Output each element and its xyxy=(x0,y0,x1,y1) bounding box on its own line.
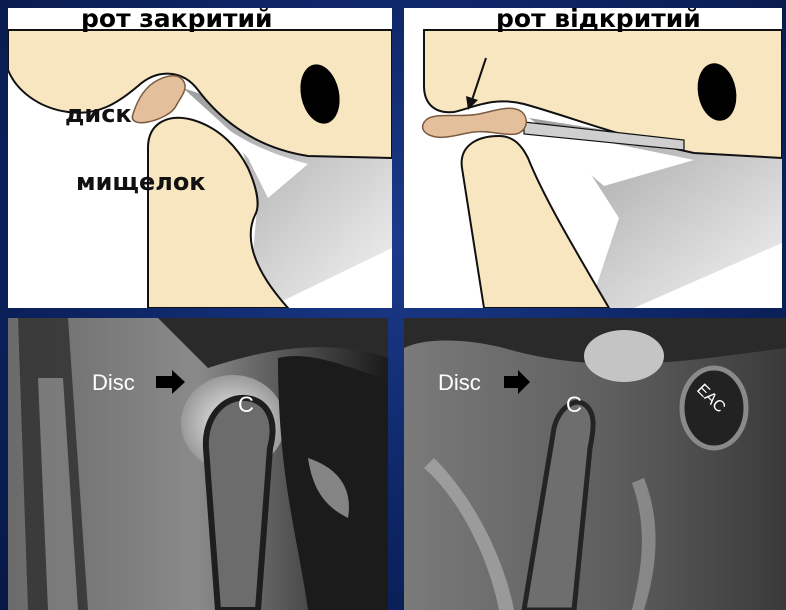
mri-open-image xyxy=(404,318,786,610)
condyle-label: мищелок xyxy=(76,168,206,196)
closed-mouth-illustration xyxy=(8,8,392,308)
disc-label: диск xyxy=(65,100,132,128)
mri-closed-mouth: Disc C xyxy=(8,318,388,610)
disc xyxy=(423,108,527,137)
open-mouth-title: рот відкритий xyxy=(496,8,701,33)
open-mouth-illustration xyxy=(404,8,782,308)
mri-closed-image xyxy=(8,318,388,610)
mri-disc-label: Disc xyxy=(92,370,135,396)
open-mouth-diagram: рот відкритий xyxy=(404,8,782,308)
mri-open-mouth: Disc C EAC xyxy=(404,318,786,610)
closed-mouth-title: рот закритий xyxy=(81,8,273,33)
mri-condyle-label: C xyxy=(238,392,254,418)
mri-condyle-label: C xyxy=(566,392,582,418)
mri-disc-label: Disc xyxy=(438,370,481,396)
condyle xyxy=(206,398,273,610)
closed-mouth-diagram: рот закритий диск мищелок xyxy=(8,8,392,308)
articular-eminence xyxy=(584,330,664,382)
